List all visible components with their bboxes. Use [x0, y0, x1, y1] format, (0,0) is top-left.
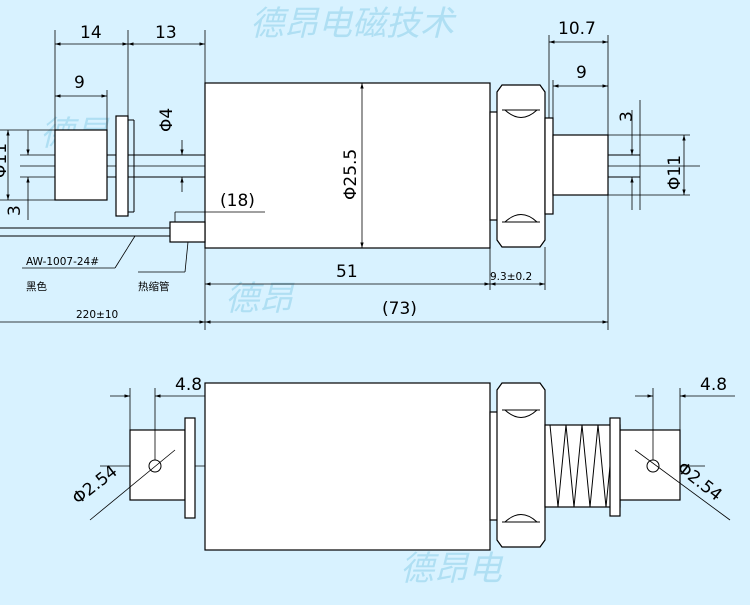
main-body-bottom [204, 382, 491, 551]
heat-shrink-sleeve [169, 221, 206, 243]
left-plunger [54, 129, 108, 201]
dim-phi2-54-left: Φ2.54 [69, 462, 122, 509]
dim-10-7: 10.7 [558, 19, 596, 39]
spring-housing [544, 424, 621, 508]
dim-phi2-54-right: Φ2.54 [673, 458, 726, 505]
bottom-view: 4.8 4.8 Φ2.54 Φ2.54 [69, 375, 735, 551]
dim-4-8-left: 4.8 [175, 375, 202, 395]
left-flange [115, 115, 129, 217]
leader-left [89, 449, 176, 521]
watermark-middle: 德昂 [225, 279, 295, 319]
top-view: 14 13 9 Φ4 Φ25.5 10.7 9 3 Φ11 [0, 19, 700, 330]
dim-phi11-right: Φ11 [665, 155, 685, 190]
left-plunger-bottom [129, 429, 186, 501]
dim-13: 13 [155, 23, 177, 43]
dim-phi25-5: Φ25.5 [341, 149, 361, 200]
watermark-top: 德昂电磁技术 [250, 4, 457, 44]
left-flange-bottom [184, 417, 196, 519]
dim-73: (73) [382, 299, 417, 319]
right-plunger [552, 134, 609, 196]
dim-3-right: 3 [617, 111, 637, 122]
sleeve-label: 热缩管 [138, 280, 170, 293]
dim-51: 51 [336, 262, 358, 282]
dim-phi11-left: Φ11 [0, 143, 11, 178]
nut-washer-right [544, 117, 554, 215]
spring-coils [549, 424, 615, 508]
right-flange-bottom [609, 417, 621, 517]
dim-14: 14 [80, 23, 102, 43]
dim-3-left: 3 [5, 205, 25, 216]
dim-220: 220±10 [76, 309, 118, 321]
dim-9-right: 9 [576, 63, 587, 83]
right-plunger-bottom [619, 429, 681, 501]
dim-9-left: 9 [74, 73, 85, 93]
hex-nut [496, 84, 546, 248]
dim-phi4: Φ4 [157, 108, 177, 132]
wire-color-label: 黑色 [26, 280, 47, 293]
wire-spec-label: AW-1007-24# [26, 256, 99, 268]
hex-nut-bottom [496, 382, 546, 548]
dim-18: (18) [220, 191, 255, 211]
dim-9-3: 9.3±0.2 [490, 271, 532, 283]
dim-4-8-right: 4.8 [700, 375, 727, 395]
leader-right [634, 449, 731, 521]
watermark-bottom: 德昂电 [400, 549, 504, 589]
